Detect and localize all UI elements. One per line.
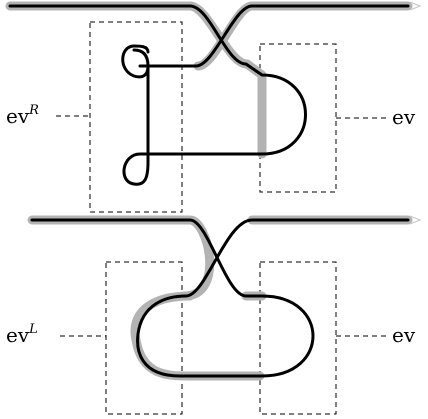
top-loop-upper: [132, 48, 150, 68]
top-highlight: [5, 1, 413, 159]
bottom-panel: evL ev: [6, 215, 422, 415]
evR-label: evR: [6, 103, 39, 128]
ev-right-label-top: ev: [392, 105, 416, 129]
ev-right-dashed-box-bottom: [259, 261, 337, 415]
ev-right-label-bottom: ev: [392, 323, 416, 347]
evL-label: evL: [6, 322, 38, 347]
bottom-strand-main: [30, 218, 410, 378]
top-vertical-strand: [121, 44, 150, 164]
top-strands: [8, 4, 410, 186]
evL-dashed-box: [105, 261, 183, 415]
bottom-strands: [30, 218, 410, 378]
ev-right-dashed-box-top: [259, 43, 337, 193]
bottom-arrow-tip: [409, 215, 422, 225]
bottom-highlight: [27, 215, 413, 381]
evR-dashed-box: [89, 21, 183, 213]
top-loop-lower: [122, 152, 152, 186]
top-panel: evR ev: [5, 1, 422, 213]
top-strand-cross: [138, 4, 410, 68]
top-strand-main: [8, 4, 307, 156]
top-arrow-tip: [409, 1, 422, 11]
